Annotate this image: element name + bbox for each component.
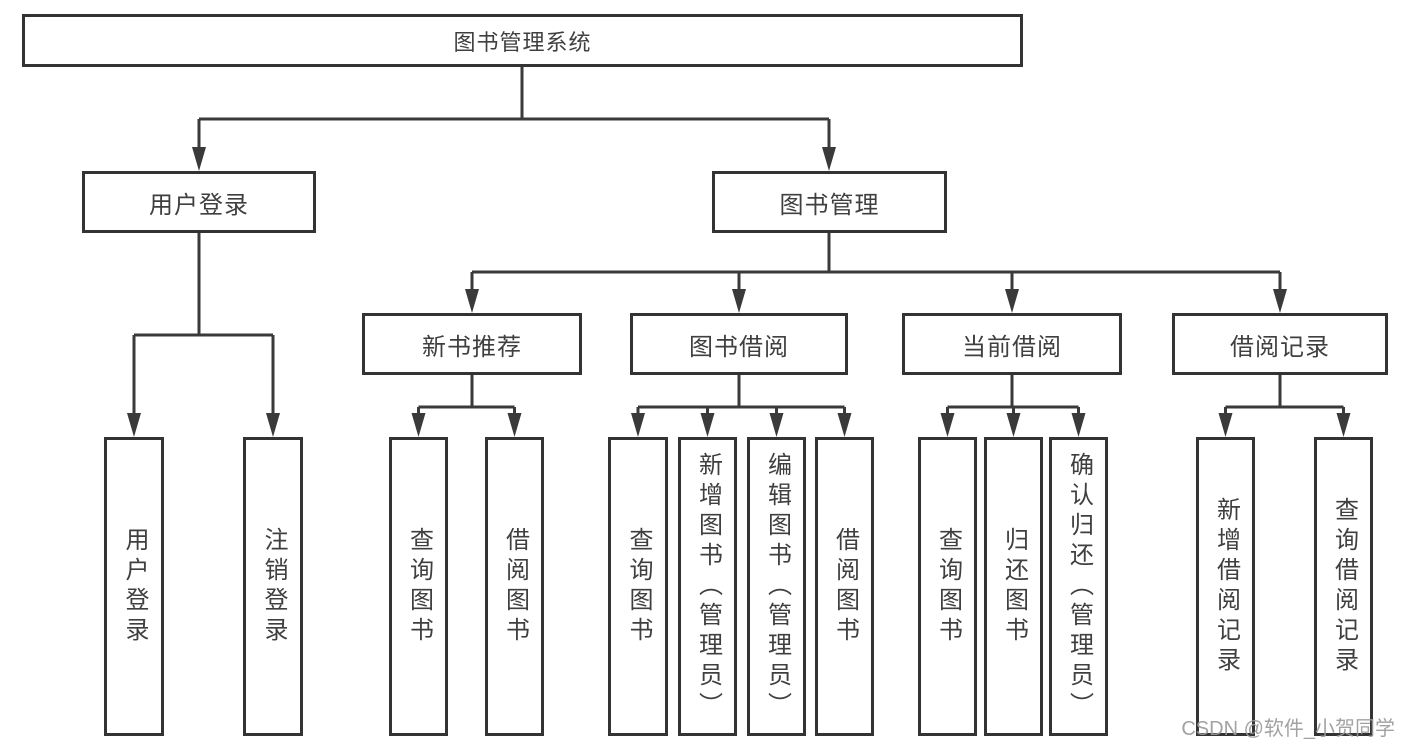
node-book-management-label: 图书管理 [779,191,880,219]
leaf-logout-label: 注销登录 [260,526,287,647]
leaf-user-login-label: 用户登录 [121,526,148,647]
leaf-edit-book-admin-label: 编辑图书（管理员） [763,451,791,722]
leaf-user-login: 用户登录 [104,437,164,736]
leaf-borrow-books-recommend: 借阅图书 [485,437,544,736]
node-current-borrow: 当前借阅 [902,313,1122,375]
node-book-management: 图书管理 [712,171,947,233]
leaf-query-books-borrow: 查询图书 [608,437,668,736]
node-book-borrow-label: 图书借阅 [689,333,789,361]
node-root: 图书管理系统 [22,14,1023,67]
node-root-label: 图书管理系统 [453,29,592,55]
leaf-add-book-admin: 新增图书（管理员） [678,437,737,736]
node-current-borrow-label: 当前借阅 [962,333,1062,361]
leaf-query-books-current: 查询图书 [918,437,977,736]
leaf-query-borrow-record-label: 查询借阅记录 [1330,496,1358,677]
leaf-confirm-return-admin-label: 确认归还（管理员） [1065,451,1093,722]
leaf-borrow-books-label: 借阅图书 [831,526,859,647]
leaf-query-books-borrow-label: 查询图书 [625,526,652,647]
leaf-add-borrow-record-label: 新增借阅记录 [1212,496,1240,677]
leaf-borrow-books: 借阅图书 [815,437,874,736]
node-user-login: 用户登录 [82,171,316,233]
node-book-borrow: 图书借阅 [630,313,848,375]
leaf-query-borrow-record: 查询借阅记录 [1314,437,1373,736]
leaf-add-book-admin-label: 新增图书（管理员） [694,451,722,722]
leaf-return-books: 归还图书 [984,437,1043,736]
leaf-add-borrow-record: 新增借阅记录 [1196,437,1255,736]
watermark: CSDN @软件_小贺同学 [1181,718,1395,740]
leaf-query-books-current-label: 查询图书 [934,526,962,647]
leaf-logout: 注销登录 [243,437,303,736]
leaf-confirm-return-admin: 确认归还（管理员） [1049,437,1108,736]
node-new-book-recommend: 新书推荐 [362,313,582,375]
node-new-book-recommend-label: 新书推荐 [422,333,522,361]
leaf-query-books-recommend: 查询图书 [389,437,448,736]
leaf-edit-book-admin: 编辑图书（管理员） [747,437,806,736]
node-borrow-records: 借阅记录 [1172,313,1388,375]
leaf-query-books-recommend-label: 查询图书 [405,526,433,647]
leaf-borrow-books-recommend-label: 借阅图书 [501,526,529,647]
node-borrow-records-label: 借阅记录 [1230,333,1330,361]
leaf-return-books-label: 归还图书 [1000,526,1028,647]
node-user-login-label: 用户登录 [149,191,249,219]
